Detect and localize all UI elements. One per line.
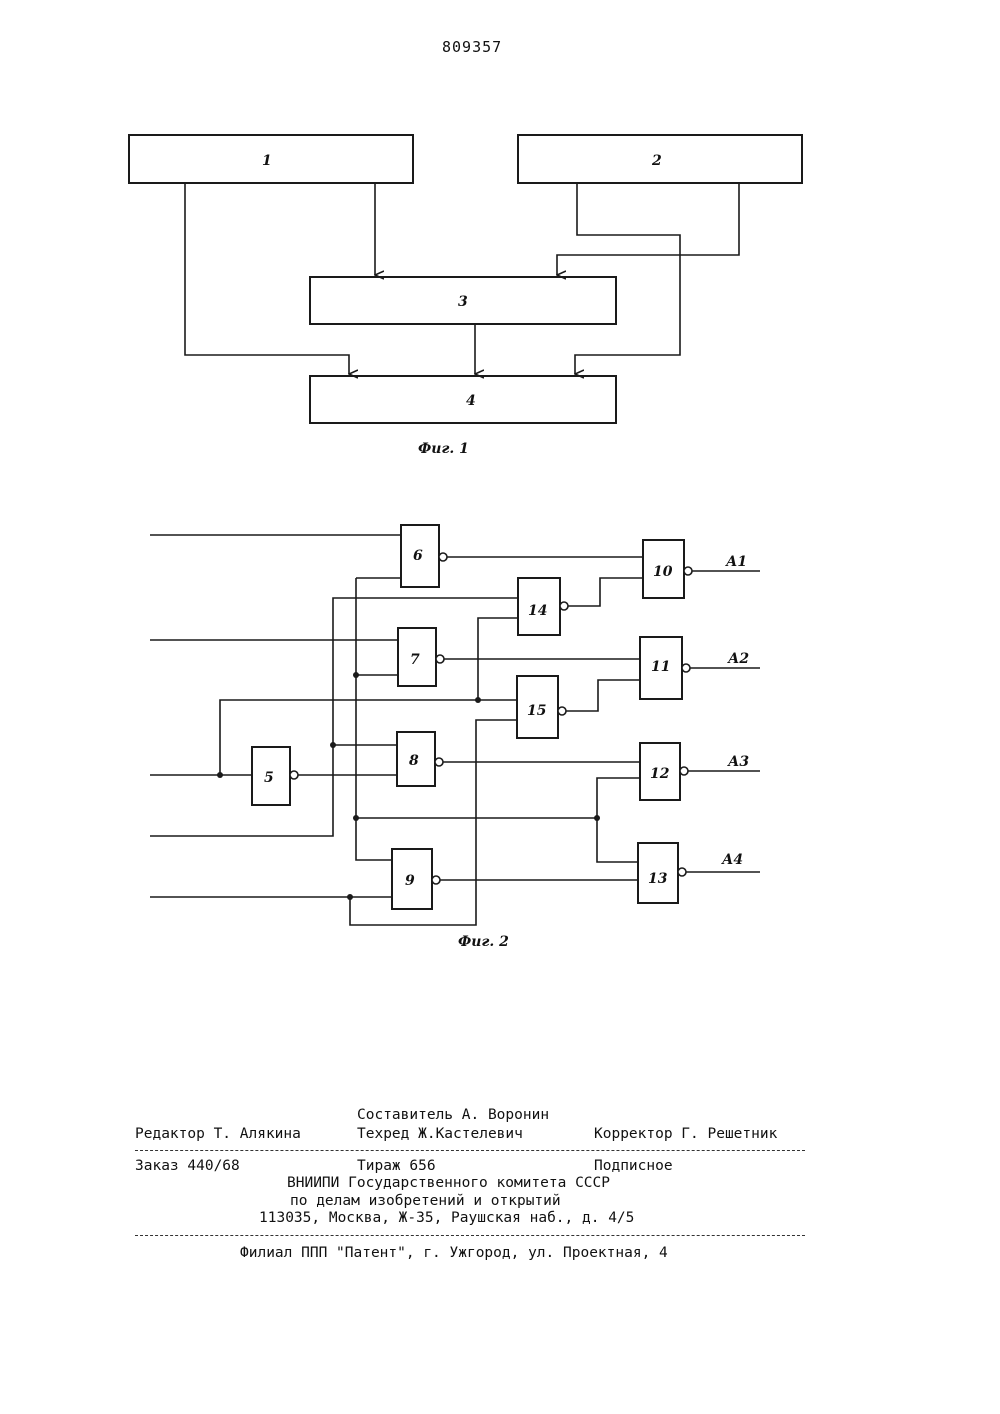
gate-13-label: 13 bbox=[648, 871, 668, 887]
corrector: Корректор Г. Решетник bbox=[594, 1126, 777, 1142]
org-line-2: по делам изобретений и открытий bbox=[290, 1193, 561, 1209]
figure-2-caption: Фиг. 2 bbox=[458, 934, 509, 950]
gate-5-label: 5 bbox=[264, 770, 274, 786]
output-a3-label: А3 bbox=[727, 754, 749, 770]
divider-1 bbox=[135, 1150, 805, 1151]
gate-9-label: 9 bbox=[405, 873, 415, 889]
gate-7-label: 7 bbox=[410, 652, 420, 668]
output-a2-label: А2 bbox=[727, 651, 749, 667]
gate-6-label: 6 bbox=[413, 548, 423, 564]
gate-8-label: 8 bbox=[409, 753, 419, 769]
order: Заказ 440/68 bbox=[135, 1158, 240, 1174]
gate-12-label: 12 bbox=[650, 766, 670, 782]
input-line-4 bbox=[150, 598, 518, 836]
divider-2 bbox=[135, 1235, 805, 1236]
compiler: Составитель А. Воронин bbox=[357, 1107, 549, 1123]
gate-10-label: 10 bbox=[653, 564, 673, 580]
input-3-branch bbox=[220, 700, 517, 775]
right-dist-2 bbox=[597, 818, 638, 862]
techred: Техред Ж.Кастелевич bbox=[357, 1126, 523, 1142]
gate-15-output bbox=[566, 680, 640, 711]
output-a1-label: А1 bbox=[725, 554, 747, 570]
gate-9-loop bbox=[350, 720, 517, 925]
subscription: Подписное bbox=[594, 1158, 673, 1174]
right-dist bbox=[597, 778, 640, 818]
address: 113035, Москва, Ж-35, Раушская наб., д. … bbox=[259, 1210, 634, 1226]
gate-14-output bbox=[568, 578, 643, 606]
branch: Филиал ППП "Патент", г. Ужгород, ул. Про… bbox=[240, 1245, 668, 1261]
figure-2-circuit: 6 7 8 9 5 14 15 10 11 12 13 bbox=[0, 0, 1000, 960]
gate-14-label: 14 bbox=[528, 603, 547, 619]
gate-11-label: 11 bbox=[651, 659, 670, 675]
editor: Редактор Т. Алякина bbox=[135, 1126, 301, 1142]
output-a4-label: А4 bbox=[721, 852, 743, 868]
org-line-1: ВНИИПИ Государственного комитета СССР bbox=[287, 1175, 610, 1191]
circulation: Тираж 656 bbox=[357, 1158, 436, 1174]
gate-15-label: 15 bbox=[527, 703, 546, 719]
